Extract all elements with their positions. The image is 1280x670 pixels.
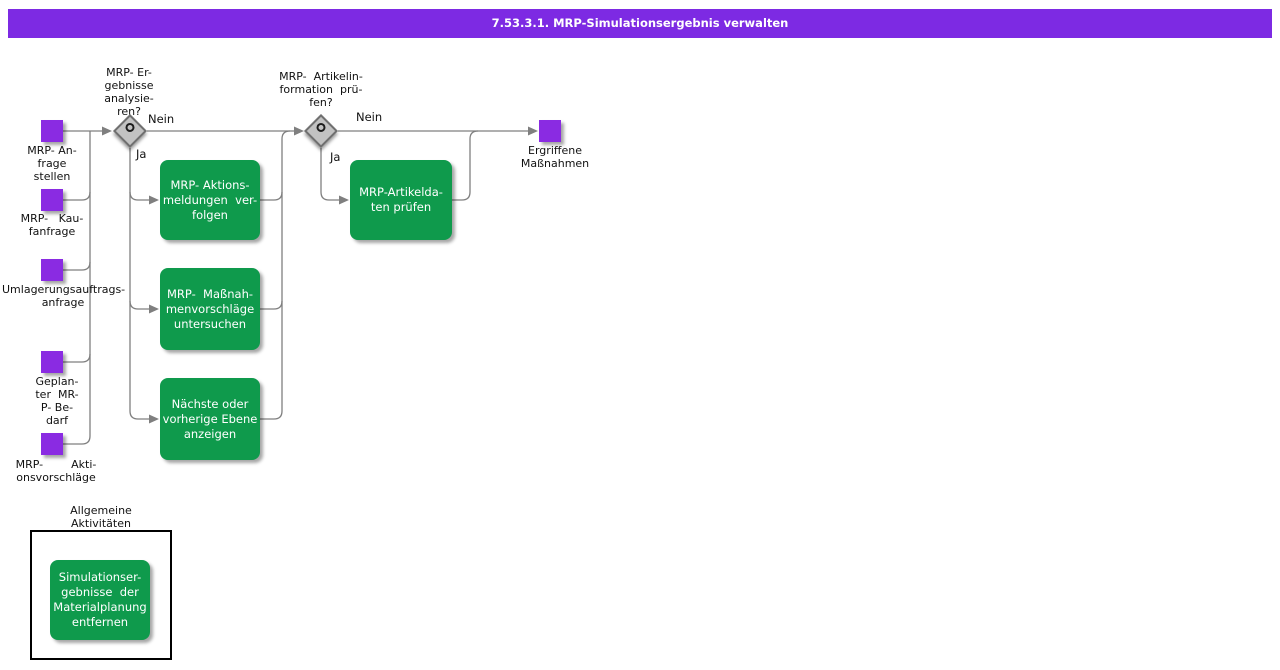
start-event-umlagerungsauftragsanfrage[interactable]	[41, 259, 63, 281]
activity-mrp-aktionsmeldungen-verfolgen[interactable]: MRP- Aktions- meldungen ver- folgen	[160, 160, 260, 240]
start-event-label: MRP- Kau- fanfrage	[20, 212, 84, 238]
flow-branch-activity1	[129, 191, 150, 201]
arrowhead-activity4	[339, 195, 349, 205]
flow-event3-stub	[63, 261, 91, 271]
activity-mrp-artikeldaten-pruefen[interactable]: MRP-Artikelda- ten prüfen	[350, 160, 452, 240]
arrowhead-activity2	[149, 304, 159, 314]
gateway1-ja-label: Ja	[136, 147, 147, 161]
start-event-label: MRP- Akti- onsvorschläge	[15, 458, 97, 484]
start-event-label: Geplan- ter MR- P- Be- darf	[35, 375, 79, 427]
start-event-mrp-kaufanfrage[interactable]	[41, 189, 63, 211]
gateway1-nein-label: Nein	[148, 112, 175, 126]
activity-label: MRP-Artikelda- ten prüfen	[359, 185, 443, 214]
activity-label: MRP- Aktions- meldungen ver- folgen	[162, 177, 258, 222]
end-event-label: Ergriffene Maßnahmen	[520, 144, 590, 170]
flow-event4-stub	[63, 353, 91, 363]
flow-branch-activity2	[129, 300, 150, 310]
container-label: Allgemeine Aktivitäten	[70, 504, 132, 530]
activity-label: Nächste oder vorherige Ebene anzeigen	[162, 396, 258, 441]
flow-event2-stub	[63, 191, 91, 201]
gateway2-question-label: MRP- Artikelin- formation prü- fen?	[279, 70, 363, 109]
end-event-ergriffene-massnahmen[interactable]	[539, 120, 561, 142]
flow-activity2-out	[260, 300, 283, 310]
flow-activity4-out	[452, 130, 479, 201]
arrowhead-gateway2	[294, 126, 304, 136]
gateway2-ja-label: Ja	[330, 150, 341, 164]
gateway1-question-label: MRP- Er- gebnisse analysie- ren?	[104, 66, 154, 118]
inclusive-gateway-circle-icon	[314, 121, 328, 134]
diagram-title-bar: 7.53.3.1. MRP-Simulationsergebnis verwal…	[8, 9, 1272, 38]
activity-simulationsergebnisse-der-materialplanung-entfernen[interactable]: Simulationser- gebnisse der Materialplan…	[50, 560, 150, 640]
arrowhead-end-event	[528, 126, 538, 136]
gateway2-nein-label: Nein	[356, 110, 383, 124]
flow-activity1-out	[260, 191, 283, 201]
start-event-label: MRP- An- frage stellen	[27, 144, 77, 183]
arrowhead-gateway1	[102, 126, 112, 136]
flow-activity3-out	[260, 410, 283, 420]
arrowhead-activity1	[149, 195, 159, 205]
activity-mrp-massnahmenvorschlaege-untersuchen[interactable]: MRP- Maßnah- menvorschläge untersuchen	[160, 268, 260, 350]
start-event-geplanter-mrp-bedarf[interactable]	[41, 351, 63, 373]
arrowhead-activity3	[149, 414, 159, 424]
inclusive-gateway-circle-icon	[123, 121, 137, 134]
activity-naechste-oder-vorherige-ebene-anzeigen[interactable]: Nächste oder vorherige Ebene anzeigen	[160, 378, 260, 460]
activity-label: Simulationser- gebnisse der Materialplan…	[53, 570, 147, 629]
gateway-mrp-artikelinformation-pruefen[interactable]	[304, 114, 338, 148]
start-event-label: Umlagerungsauftrags- anfrage	[2, 283, 126, 309]
start-event-mrp-aktionsvorschlaege[interactable]	[41, 433, 63, 455]
flow-gateway1-ja-spine	[129, 148, 150, 420]
gateway-mrp-ergebnisse-analysieren[interactable]	[113, 114, 147, 148]
activity-label: MRP- Maßnah- menvorschläge untersuchen	[165, 286, 255, 331]
flow-collector-spine	[281, 130, 291, 411]
flow-event5-stub	[63, 435, 91, 445]
start-event-mrp-anfrage[interactable]	[41, 120, 63, 142]
